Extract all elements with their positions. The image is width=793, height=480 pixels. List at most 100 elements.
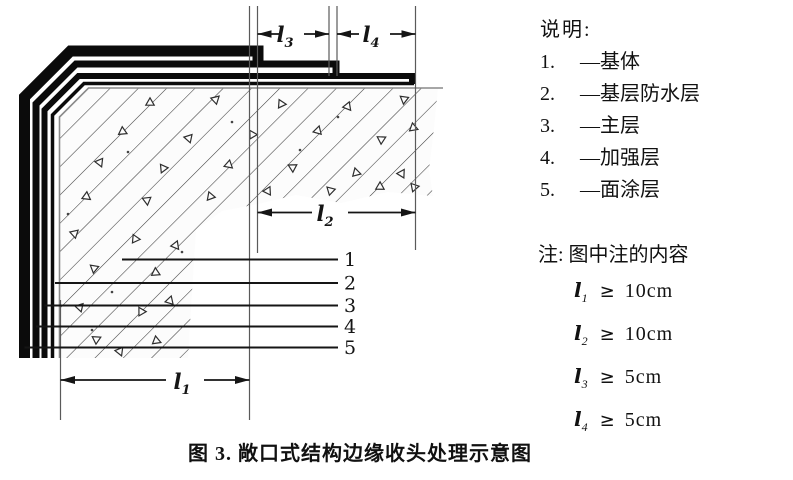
aggregate-triangle xyxy=(351,166,363,178)
gte-symbol: ≥ xyxy=(599,410,615,431)
aggregate-triangle xyxy=(287,164,298,174)
legend-item: 2. —基层防水层 xyxy=(540,78,700,110)
note-item: l1 ≥ 10cm xyxy=(574,275,689,313)
arrowhead-right xyxy=(315,30,329,38)
note-symbol: l4 xyxy=(574,407,588,434)
aggregate-triangle xyxy=(399,95,410,106)
arrowhead-right xyxy=(401,30,416,38)
substrate-outline xyxy=(58,87,443,358)
aggregate-triangle xyxy=(91,335,102,346)
substrate-hatch-region xyxy=(59,88,438,358)
dim-label-l4: l4 xyxy=(362,22,379,51)
dim-label-l1: l1 xyxy=(173,369,190,398)
legend-item: 4. —加强层 xyxy=(540,142,700,174)
layer-3-main-band xyxy=(41,73,415,358)
note-value: 5cm xyxy=(624,409,663,431)
aggregate-triangle xyxy=(141,196,152,207)
legend-item: 3. —主层 xyxy=(540,110,700,142)
legend-item: 5. —面涂层 xyxy=(540,174,700,206)
gte-symbol: ≥ xyxy=(599,324,615,345)
aggregate-triangle xyxy=(376,136,387,146)
legend-item-number: 4. xyxy=(540,147,555,169)
leader-label-2: 2 xyxy=(344,273,356,295)
legend-item: 1. —基体 xyxy=(540,46,700,78)
note-value: 10cm xyxy=(624,280,674,302)
aggregate-triangle xyxy=(80,190,92,201)
gte-symbol: ≥ xyxy=(599,367,615,388)
note-value: 5cm xyxy=(624,366,663,388)
aggregate-triangle xyxy=(341,100,352,112)
note-title: 注: 图中注的内容 xyxy=(538,244,689,266)
legend-item-number: 3. xyxy=(540,115,555,137)
aggregate-triangle xyxy=(395,168,405,179)
dim-label-l2: l2 xyxy=(316,201,333,230)
note-panel: 注: 图中注的内容 l1 ≥ 10cm l2 ≥ 10cm l3 ≥ 5cm l… xyxy=(538,240,689,442)
arrowhead-left xyxy=(60,376,75,384)
arrowhead-right xyxy=(235,376,250,384)
leader-label-5: 5 xyxy=(344,337,356,359)
legend-item-number: 5. xyxy=(540,179,555,201)
aggregate-triangle xyxy=(182,133,193,144)
aggregate-triangle xyxy=(169,239,180,251)
leader-label-3: 3 xyxy=(344,295,356,317)
dimension-l1: l1 xyxy=(60,369,250,398)
aggregate-dot xyxy=(230,120,234,124)
note-symbol: l3 xyxy=(574,364,588,391)
legend-item-label: —面涂层 xyxy=(580,179,660,201)
dim-label-l3: l3 xyxy=(276,22,293,51)
aggregate-triangle xyxy=(206,190,217,202)
aggregate-triangle xyxy=(222,158,234,169)
arrowhead-left xyxy=(257,208,272,217)
aggregate-triangle xyxy=(117,125,129,136)
aggregate-dot xyxy=(66,212,70,216)
gte-symbol: ≥ xyxy=(599,281,615,302)
note-symbol: l1 xyxy=(574,278,588,305)
aggregate-triangle xyxy=(277,98,288,109)
note-value: 10cm xyxy=(624,323,674,345)
aggregate-triangle xyxy=(261,185,272,197)
note-symbol: l2 xyxy=(574,321,588,348)
aggregate-triangle xyxy=(151,334,163,345)
leader-lines: 1 2 3 4 5 xyxy=(24,249,356,359)
aggregate-dot xyxy=(126,150,130,154)
aggregate-triangle xyxy=(131,233,142,244)
legend-panel: 说明: 1. —基体 2. —基层防水层 3. —主层 4. —加强层 5. —… xyxy=(540,14,700,206)
aggregate-triangle xyxy=(93,157,104,168)
aggregate-triangle xyxy=(159,163,170,174)
aggregate-triangle xyxy=(163,294,174,306)
note-item: l4 ≥ 5cm xyxy=(574,404,689,442)
aggregate-triangle xyxy=(89,264,100,275)
dimension-l4: l4 xyxy=(337,22,416,51)
legend-item-label: —加强层 xyxy=(580,147,660,169)
aggregate-triangle xyxy=(374,180,386,190)
aggregate-dot xyxy=(90,328,94,332)
aggregate-triangle xyxy=(68,229,80,240)
aggregate-triangle xyxy=(113,346,124,358)
aggregate-dot xyxy=(110,290,114,294)
legend-item-label: —主层 xyxy=(580,115,640,137)
aggregate-triangle xyxy=(209,95,220,106)
aggregate-triangle xyxy=(138,306,148,317)
figure-caption: 图 3. 敞口式结构边缘收头处理示意图 xyxy=(188,443,532,465)
legend-item-label: —基体 xyxy=(580,51,640,73)
arrowhead-left xyxy=(257,30,272,38)
note-item: l2 ≥ 10cm xyxy=(574,318,689,356)
legend-item-number: 1. xyxy=(540,51,555,73)
aggregate-dot xyxy=(298,148,302,152)
aggregate-dot xyxy=(336,115,340,119)
aggregate-triangle xyxy=(326,186,337,197)
aggregate-triangle xyxy=(150,266,162,277)
note-item: l3 ≥ 5cm xyxy=(574,361,689,399)
arrowhead-right xyxy=(401,208,416,217)
leader-label-1: 1 xyxy=(344,249,356,271)
legend-item-label: —基层防水层 xyxy=(580,83,700,105)
dimension-l2: l2 xyxy=(257,201,416,230)
aggregate-dot xyxy=(180,250,184,254)
legend-item-number: 2. xyxy=(540,83,555,105)
technical-diagram: l3 l4 l2 l1 xyxy=(19,6,443,420)
aggregate-triangle xyxy=(311,124,322,136)
legend-title: 说明: xyxy=(540,19,592,41)
arrowhead-left xyxy=(337,30,351,38)
aggregate-triangle xyxy=(144,96,156,106)
